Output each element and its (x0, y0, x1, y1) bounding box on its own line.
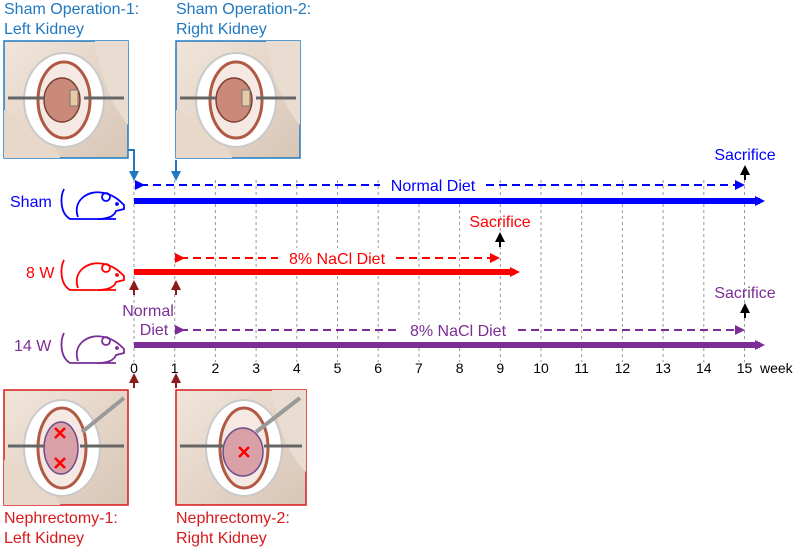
tick-label-week-8: 8 (456, 360, 464, 376)
tick-label-week-13: 13 (655, 360, 671, 376)
group-label-sham: Sham (10, 194, 52, 211)
tick-label-week-9: 9 (496, 360, 504, 376)
sham-op2-line1: Sham Operation-2: (176, 1, 312, 18)
tick-label-week-5: 5 (334, 360, 342, 376)
tick-label-week-6: 6 (374, 360, 382, 376)
sham-diet-label: Normal Diet (391, 178, 476, 195)
14w-diet-label: 8% NaCl Diet (410, 323, 507, 340)
tick-label-week-15: 15 (737, 360, 753, 376)
8w-sacrifice-label: Sacrifice (469, 214, 530, 231)
sham-op2-line2: Right Kidney (176, 21, 267, 38)
sham-op2-title: Sham Operation-2: Right Kidney (176, 0, 311, 40)
tick-label-week-14: 14 (696, 360, 712, 376)
rat-outline-icon-sham (60, 188, 125, 220)
sham-op2-panel (175, 40, 301, 159)
14w-pre-diet-line1: Normal (122, 303, 174, 320)
nephrectomy2-line2: Right Kidney (176, 530, 267, 547)
kidney-illustration-icon (8, 52, 124, 148)
kidney-illustration-icon (180, 52, 296, 148)
nephrectomy2-title: Nephrectomy-2: Right Kidney (176, 509, 290, 549)
tick-label-week-7: 7 (415, 360, 423, 376)
sham-op1-line1: Sham Operation-1: (4, 1, 140, 18)
tick-label-week-12: 12 (615, 360, 631, 376)
sham-op1-panel (3, 40, 129, 159)
nephrectomy2-line1: Nephrectomy-2: (176, 510, 290, 527)
red-x-icon (238, 446, 250, 458)
red-x-icon (54, 427, 66, 469)
axis-unit-label: week (759, 360, 794, 376)
sham-op1-line2: Left Kidney (4, 21, 85, 38)
tick-label-week-3: 3 (252, 360, 260, 376)
tick-label-week-2: 2 (212, 360, 220, 376)
tick-label-week-1: 1 (171, 360, 179, 376)
tick-label-week-4: 4 (293, 360, 301, 376)
nephrectomy1-title: Nephrectomy-1: Left Kidney (4, 509, 118, 549)
group-label-14w: 14 W (14, 338, 52, 355)
tick-label-week-0: 0 (130, 360, 138, 376)
group-label-8w: 8 W (26, 265, 55, 282)
nephrectomy1-panel (3, 389, 129, 506)
nephrectomy1-line2: Left Kidney (4, 530, 85, 547)
nephrectomy2-panel (175, 389, 307, 506)
sham-op1-title: Sham Operation-1: Left Kidney (4, 0, 139, 40)
14w-pre-diet-line2: Diet (140, 322, 169, 339)
tick-label-week-10: 10 (533, 360, 549, 376)
sham-sacrifice-label: Sacrifice (714, 147, 775, 164)
14w-sacrifice-label: Sacrifice (714, 285, 775, 302)
kidney-illustration-icon (8, 396, 126, 497)
8w-diet-label: 8% NaCl Diet (289, 251, 386, 268)
rat-outline-icon-8w (60, 259, 125, 291)
rat-outline-icon-14w (60, 332, 125, 364)
tick-label-week-11: 11 (574, 360, 589, 376)
nephrectomy1-line1: Nephrectomy-1: (4, 510, 118, 527)
kidney-illustration-icon (180, 396, 302, 497)
